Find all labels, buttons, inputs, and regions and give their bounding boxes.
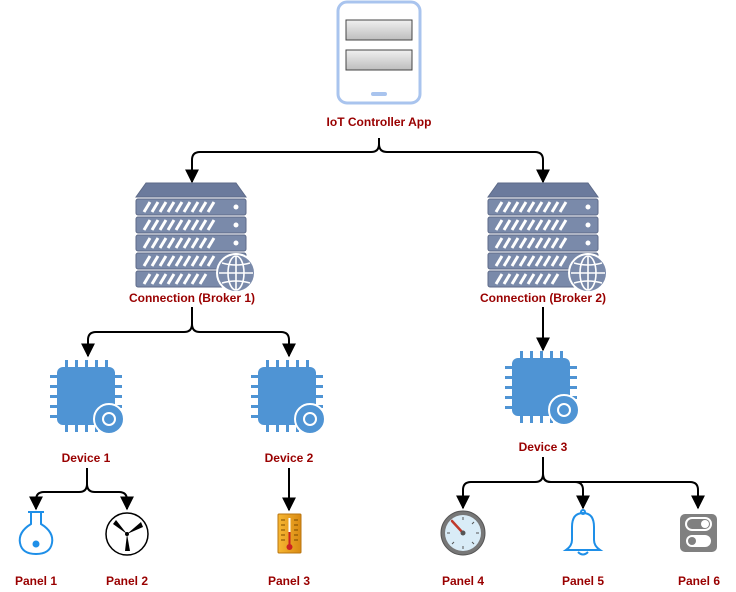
edge-device3-panel4 xyxy=(456,457,544,510)
microchip-icon xyxy=(504,350,580,426)
fan-icon xyxy=(105,512,149,556)
connectors xyxy=(29,138,705,512)
flask-icon xyxy=(18,511,54,556)
node-panel-2: Panel 2 xyxy=(105,512,149,588)
node-app: IoT Controller App xyxy=(327,0,432,129)
node-broker-1: Connection (Broker 1) xyxy=(129,181,257,305)
toggle-switch-icon xyxy=(680,514,717,552)
panel-1-label: Panel 1 xyxy=(15,574,57,588)
edge-device3-panel6 xyxy=(542,457,705,510)
panel-4-label: Panel 4 xyxy=(442,574,484,588)
gauge-icon xyxy=(440,510,486,556)
edge-app-broker1 xyxy=(185,138,380,184)
node-panel-4: Panel 4 xyxy=(440,510,486,588)
edge-device1-panel2 xyxy=(86,468,134,511)
panel-5-label: Panel 5 xyxy=(562,574,604,588)
server-globe-icon xyxy=(134,181,257,294)
node-panel-6: Panel 6 xyxy=(678,514,720,588)
panel-3-label: Panel 3 xyxy=(268,574,310,588)
node-broker-2: Connection (Broker 2) xyxy=(480,181,609,305)
panel-6-label: Panel 6 xyxy=(678,574,720,588)
node-device-2: Device 2 xyxy=(250,359,326,465)
bell-icon xyxy=(562,509,604,556)
node-panel-3: Panel 3 xyxy=(268,513,310,588)
panel-2-label: Panel 2 xyxy=(106,574,148,588)
thermometer-icon xyxy=(277,513,302,554)
device-3-label: Device 3 xyxy=(519,440,568,454)
node-device-1: Device 1 xyxy=(49,359,125,465)
app-label: IoT Controller App xyxy=(327,115,432,129)
server-globe-icon xyxy=(486,181,609,294)
broker-2-label: Connection (Broker 2) xyxy=(480,291,606,305)
broker-1-label: Connection (Broker 1) xyxy=(129,291,255,305)
node-panel-5: Panel 5 xyxy=(562,509,604,588)
edge-device1-panel1 xyxy=(29,468,88,511)
microchip-icon xyxy=(250,359,326,435)
edge-app-broker2 xyxy=(378,138,550,184)
device-1-label: Device 1 xyxy=(62,451,111,465)
node-device-3: Device 3 xyxy=(504,350,580,454)
node-panel-1: Panel 1 xyxy=(15,511,57,588)
edge-broker1-device2 xyxy=(191,307,296,358)
device-2-label: Device 2 xyxy=(265,451,314,465)
microchip-icon xyxy=(49,359,125,435)
tablet-app-icon xyxy=(336,0,422,105)
edge-broker1-device1 xyxy=(81,307,193,358)
